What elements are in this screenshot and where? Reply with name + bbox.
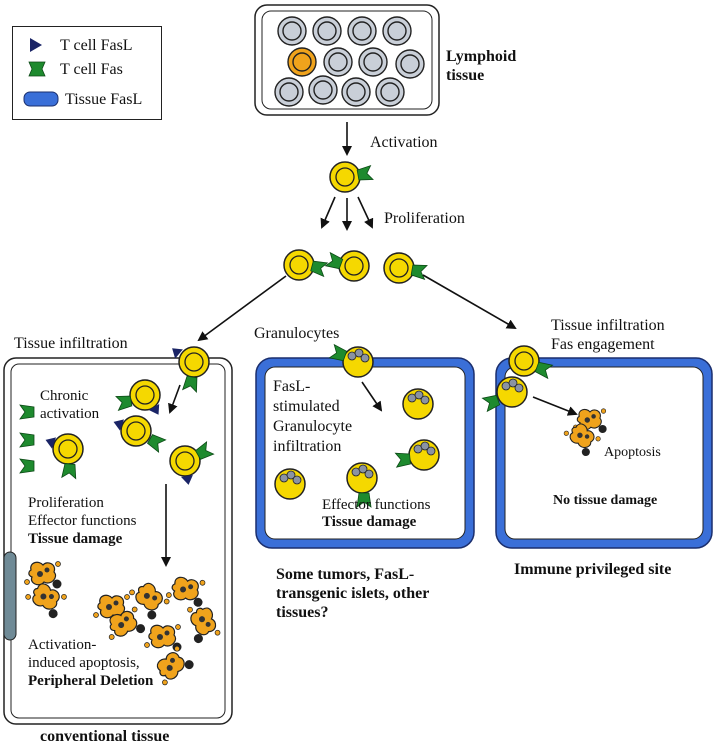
legend-tissue-fasl: Tissue FasL	[65, 91, 143, 108]
lymphoid-tissue-label: Lymphoid tissue	[446, 48, 517, 84]
activated-t-cell	[329, 161, 374, 193]
middle-damage-label: Tissue damage	[322, 514, 417, 530]
peripheral-deletion-label: Peripheral Deletion	[28, 673, 154, 689]
fasl-icon	[30, 38, 42, 52]
middle-caption: Some tumors, FasL- transgenic islets, ot…	[276, 566, 430, 621]
aicd-label: Activation- induced apoptosis,	[28, 637, 140, 671]
granulocytes-label: Granulocytes	[254, 325, 340, 342]
no-tissue-damage-label: No tissue damage	[553, 493, 658, 508]
proliferation-arrows	[320, 196, 374, 231]
proliferation-label: Proliferation	[384, 210, 465, 227]
middle-effects-label: Effector functions	[322, 497, 431, 513]
granulocyte-infiltration-label: FasL- stimulated Granulocyte infiltratio…	[273, 378, 353, 455]
proliferated-t-cells	[283, 249, 428, 284]
arrow-to-privileged	[422, 274, 517, 329]
lymphoid-tissue-box	[254, 4, 440, 116]
legend-icons	[23, 38, 59, 107]
arrow-to-conventional	[197, 275, 287, 342]
chronic-activation-label: Chronic activation	[40, 388, 100, 422]
legend-t-cell-fasl: T cell FasL	[60, 37, 133, 54]
left-damage-label: Tissue damage	[28, 531, 123, 547]
fas-icon	[28, 61, 46, 77]
immune-privileged-box	[495, 357, 713, 549]
conventional-tissue-caption: conventional tissue	[40, 728, 170, 745]
activation-label: Activation	[370, 134, 438, 151]
tissue-fasl-icon	[23, 91, 59, 107]
legend-t-cell-fas: T cell Fas	[60, 61, 123, 78]
left-effects-label: Proliferation Effector functions	[28, 495, 137, 529]
arrow-right	[532, 396, 578, 416]
left-heading: Tissue infiltration	[14, 335, 128, 352]
arrow-left-inner	[168, 384, 181, 414]
apoptosis-label: Apoptosis	[604, 445, 661, 460]
immune-privileged-caption: Immune privileged site	[514, 561, 672, 578]
legend	[12, 26, 162, 120]
right-heading: Tissue infiltration Fas engagement	[551, 317, 665, 353]
arrow-middle	[361, 381, 383, 412]
